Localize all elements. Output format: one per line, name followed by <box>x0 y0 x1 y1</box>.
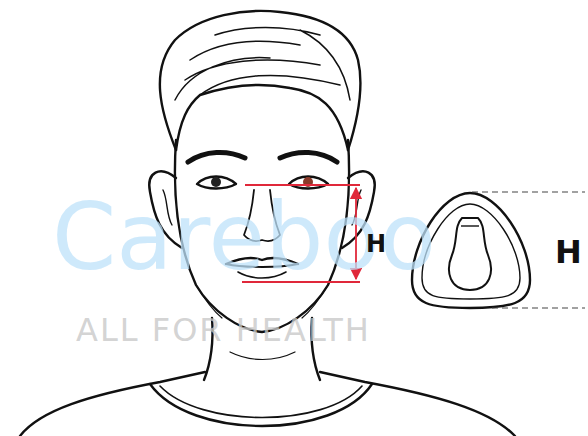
pupil-left <box>211 177 221 187</box>
mask-nasal-opening <box>449 218 491 290</box>
mask-cushion <box>422 204 520 299</box>
eye-left <box>197 177 236 189</box>
hair-strands <box>175 28 350 101</box>
mask-dim-bottom <box>492 307 585 308</box>
dimension-label: H <box>555 236 582 268</box>
watermark-slogan: ALL FOR HEALTH <box>76 314 371 346</box>
dimension-top-line <box>245 184 360 186</box>
collar <box>150 384 372 426</box>
eyebrow-right <box>280 152 337 162</box>
hairline <box>176 85 348 150</box>
shoulder-left <box>20 372 205 436</box>
dimension-label: H <box>366 232 386 256</box>
neck-shade <box>230 352 295 360</box>
eyebrow-left <box>188 152 245 162</box>
eye-right <box>289 177 328 189</box>
hair-outline <box>160 11 361 150</box>
mask-bridge <box>461 225 479 226</box>
mask-dim-top <box>472 191 585 192</box>
collar-inner <box>160 386 362 418</box>
